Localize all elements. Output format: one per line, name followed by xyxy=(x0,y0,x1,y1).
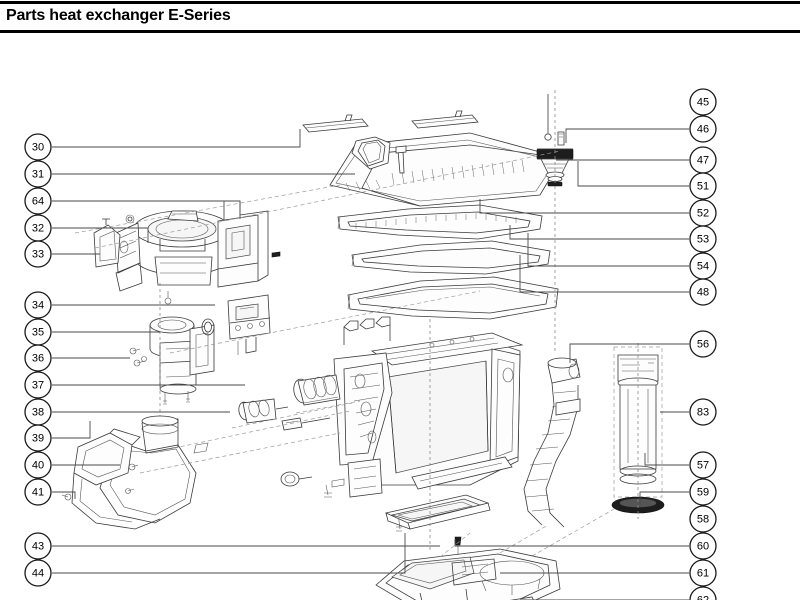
callout-balloon-48[interactable]: 48 xyxy=(689,278,717,306)
header-rule-top xyxy=(0,1,800,4)
part-fastener-cluster xyxy=(280,471,345,498)
callout-circle-52[interactable] xyxy=(689,199,717,227)
callout-circle-54[interactable] xyxy=(689,252,717,280)
callout-balloon-47[interactable]: 47 xyxy=(689,146,717,174)
callouts-right[interactable]: 4546475152535448568357595860616263 xyxy=(689,88,717,600)
callout-circle-57[interactable] xyxy=(689,451,717,479)
callout-circle-36[interactable] xyxy=(24,344,52,372)
callout-circle-37[interactable] xyxy=(24,371,52,399)
explode-line-duct-2 xyxy=(159,410,351,452)
callout-balloon-46[interactable]: 46 xyxy=(689,115,717,143)
callout-circle-43[interactable] xyxy=(24,532,52,560)
callout-balloon-32[interactable]: 32 xyxy=(24,214,52,242)
part-gasket-frame-upper xyxy=(337,204,543,240)
explode-line-upper-left xyxy=(74,184,341,234)
callout-circle-47[interactable] xyxy=(689,146,717,174)
part-connector-large xyxy=(293,374,341,406)
part-control-box xyxy=(217,201,281,288)
page-title: Parts heat exchanger E-Series xyxy=(6,7,231,24)
callout-circle-34[interactable] xyxy=(24,291,52,319)
callout-circle-58[interactable] xyxy=(689,505,717,533)
callout-circle-51[interactable] xyxy=(689,172,717,200)
part-probe xyxy=(281,417,331,431)
callout-circle-83[interactable] xyxy=(689,398,717,426)
callout-circle-30[interactable] xyxy=(24,133,52,161)
callout-balloon-34[interactable]: 34 xyxy=(24,291,52,319)
part-top-rail-left xyxy=(302,114,369,133)
callout-balloon-41[interactable]: 41 xyxy=(24,478,52,506)
part-receiver-cylinder xyxy=(611,343,665,519)
part-blower-housing xyxy=(93,210,231,305)
explode-line-pan-2 xyxy=(499,524,549,554)
callout-circle-64[interactable] xyxy=(24,187,52,215)
part-filter-tray xyxy=(384,494,491,530)
part-gasket-frame-lower xyxy=(351,240,551,275)
callout-circle-39[interactable] xyxy=(24,424,52,452)
part-connector-small xyxy=(238,398,289,424)
callout-balloon-60[interactable]: 60 xyxy=(689,532,717,560)
callout-circle-45[interactable] xyxy=(689,88,717,116)
part-drain-hose xyxy=(523,357,581,528)
callout-balloon-51[interactable]: 51 xyxy=(689,172,717,200)
callout-balloon-39[interactable]: 39 xyxy=(24,424,52,452)
part-pump-assembly xyxy=(129,283,215,428)
callout-balloon-43[interactable]: 43 xyxy=(24,532,52,560)
callout-balloon-30[interactable]: 30 xyxy=(24,133,52,161)
explode-line-connector-2 xyxy=(295,400,361,414)
callout-balloon-62[interactable]: 62 xyxy=(689,586,717,600)
callout-circle-53[interactable] xyxy=(689,225,717,253)
callout-circle-41[interactable] xyxy=(24,478,52,506)
callout-balloon-33[interactable]: 33 xyxy=(24,240,52,268)
part-valve-block xyxy=(227,294,271,355)
callout-circle-48[interactable] xyxy=(689,278,717,306)
callout-balloon-56[interactable]: 56 xyxy=(689,330,717,358)
callout-circle-38[interactable] xyxy=(24,398,52,426)
callout-circle-62[interactable] xyxy=(689,586,717,600)
callout-balloon-45[interactable]: 45 xyxy=(689,88,717,116)
callout-circle-32[interactable] xyxy=(24,214,52,242)
callout-balloon-31[interactable]: 31 xyxy=(24,160,52,188)
callout-circle-44[interactable] xyxy=(24,559,52,587)
part-valve-assembly xyxy=(536,90,574,353)
callout-balloon-35[interactable]: 35 xyxy=(24,318,52,346)
callout-balloon-59[interactable]: 59 xyxy=(689,478,717,506)
callout-circle-33[interactable] xyxy=(24,240,52,268)
explode-line-mid xyxy=(169,290,481,354)
callout-balloon-58[interactable]: 58 xyxy=(689,505,717,533)
part-heat-exchanger-core xyxy=(333,316,524,532)
callout-circle-40[interactable] xyxy=(24,451,52,479)
callout-balloon-61[interactable]: 61 xyxy=(689,559,717,587)
part-cover-plate-lower xyxy=(347,276,559,320)
leader-lines-left xyxy=(52,129,440,574)
explode-line-duct xyxy=(139,432,341,474)
callout-circle-31[interactable] xyxy=(24,160,52,188)
callout-circle-56[interactable] xyxy=(689,330,717,358)
callout-balloon-53[interactable]: 53 xyxy=(689,225,717,253)
callout-circle-35[interactable] xyxy=(24,318,52,346)
callout-balloon-54[interactable]: 54 xyxy=(689,252,717,280)
callout-balloon-64[interactable]: 64 xyxy=(24,187,52,215)
leader-lines-right xyxy=(454,128,689,600)
callout-balloon-83[interactable]: 83 xyxy=(689,398,717,426)
explode-line-upper-right xyxy=(94,150,561,249)
callout-circle-61[interactable] xyxy=(689,559,717,587)
callout-balloon-44[interactable]: 44 xyxy=(24,559,52,587)
part-top-rail-right xyxy=(411,110,479,129)
header-rule-bottom xyxy=(0,30,800,33)
callout-circle-60[interactable] xyxy=(689,532,717,560)
part-base-pan xyxy=(375,536,561,600)
page-header: Parts heat exchanger E-Series xyxy=(0,0,800,33)
callout-balloon-40[interactable]: 40 xyxy=(24,451,52,479)
callout-balloon-52[interactable]: 52 xyxy=(689,199,717,227)
callout-balloon-37[interactable]: 37 xyxy=(24,371,52,399)
callout-balloon-38[interactable]: 38 xyxy=(24,398,52,426)
callout-balloon-57[interactable]: 57 xyxy=(689,451,717,479)
callout-circle-59[interactable] xyxy=(689,478,717,506)
callout-balloon-36[interactable]: 36 xyxy=(24,344,52,372)
part-top-cover-plate xyxy=(329,132,563,207)
part-duct-elbow xyxy=(61,415,209,530)
callout-circle-46[interactable] xyxy=(689,115,717,143)
